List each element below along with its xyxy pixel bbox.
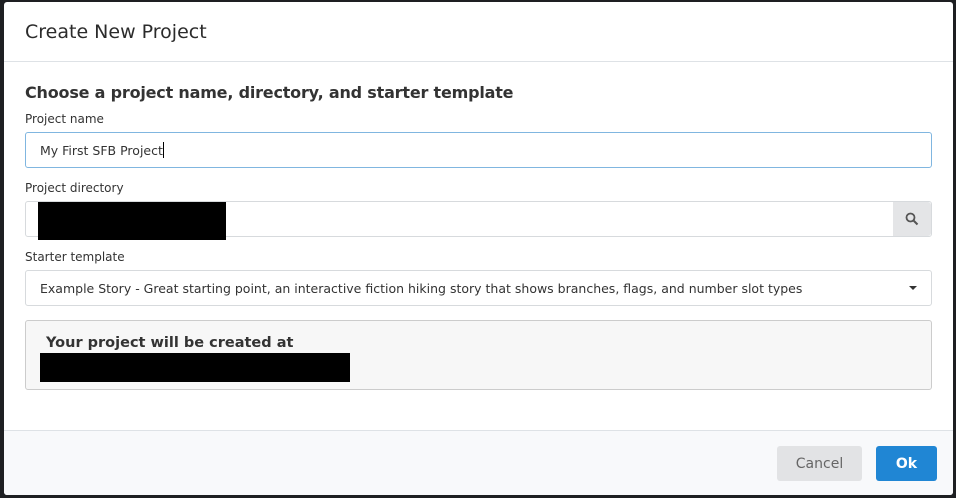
starter-template-label: Starter template (25, 250, 125, 264)
redacted-path (40, 353, 350, 382)
project-location-info: Your project will be created at (25, 320, 932, 390)
chevron-down-icon (909, 286, 917, 290)
create-project-dialog: Create New Project Choose a project name… (4, 2, 953, 495)
starter-template-value: Example Story - Great starting point, an… (40, 280, 803, 296)
text-cursor (162, 142, 164, 158)
project-name-value: My First SFB Project (40, 142, 163, 158)
starter-template-select[interactable]: Example Story - Great starting point, an… (25, 270, 932, 306)
cancel-button[interactable]: Cancel (777, 446, 862, 481)
dialog-body: Choose a project name, directory, and st… (4, 83, 953, 390)
project-directory-label: Project directory (25, 181, 124, 195)
project-name-label: Project name (25, 112, 104, 126)
ok-button[interactable]: Ok (876, 446, 937, 481)
dialog-title: Create New Project (25, 20, 207, 43)
dialog-header: Create New Project (4, 2, 953, 62)
dialog-footer: Cancel Ok (4, 430, 953, 495)
project-name-input[interactable]: My First SFB Project (25, 132, 932, 168)
redacted-directory (38, 202, 226, 240)
browse-directory-button[interactable] (893, 202, 931, 236)
search-icon (905, 212, 919, 226)
dialog-subtitle: Choose a project name, directory, and st… (25, 83, 514, 102)
project-directory-input[interactable] (25, 201, 932, 240)
project-location-title: Your project will be created at (46, 335, 294, 351)
